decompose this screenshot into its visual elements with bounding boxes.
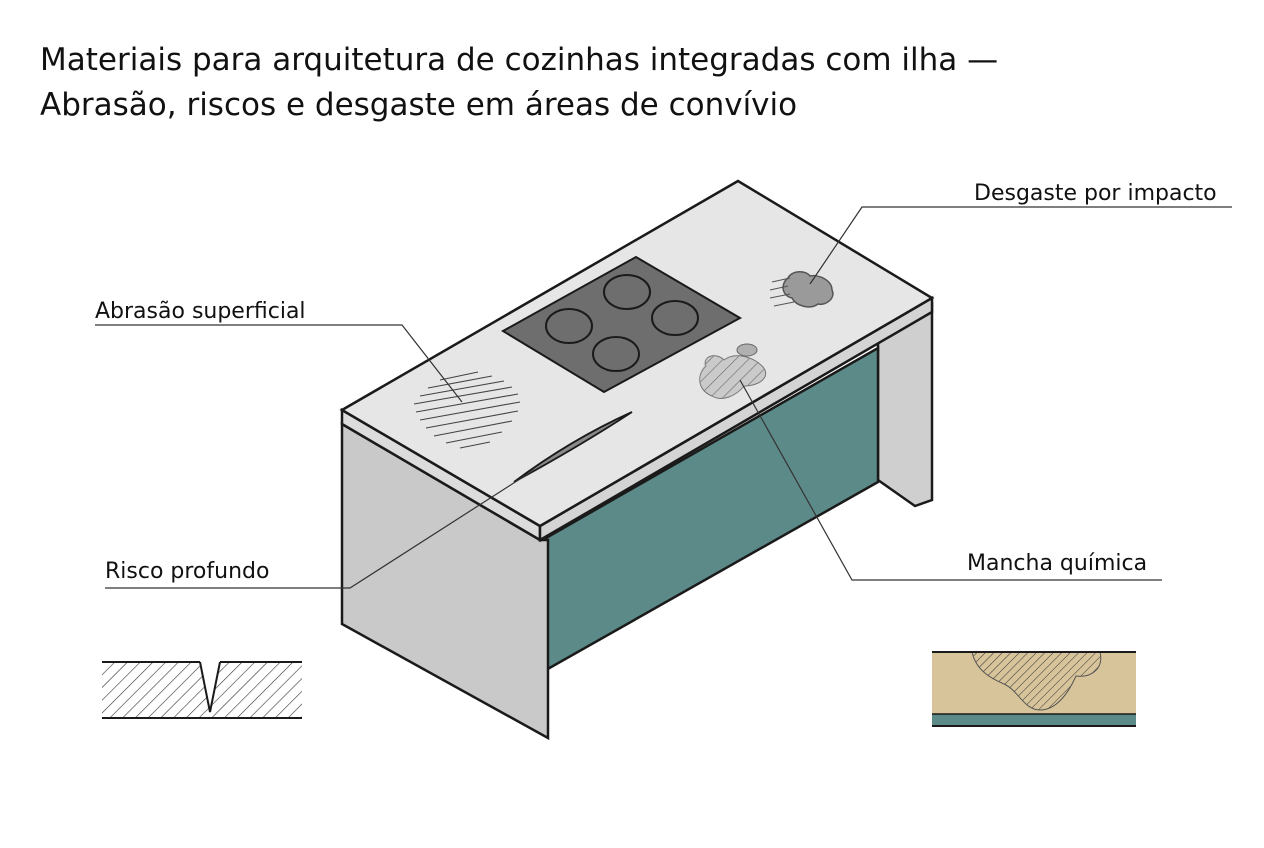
burner	[592, 336, 640, 372]
scratch-leader	[105, 469, 535, 589]
impact-mark	[769, 271, 834, 308]
impact-leader	[809, 206, 1232, 285]
cooktop	[501, 255, 743, 394]
callout-leaders	[95, 206, 1232, 589]
label-abrasion: Abrasão superficial	[95, 299, 306, 324]
burner	[545, 308, 593, 344]
burner	[651, 300, 699, 336]
title-line-2: Abrasão, riscos e desgaste em áreas de c…	[40, 87, 798, 123]
stain-cross-section	[932, 651, 1136, 727]
abrasion-leader	[95, 324, 463, 403]
kitchen-island	[339, 179, 935, 741]
label-stain: Mancha química	[967, 551, 1147, 576]
label-impact: Desgaste por impacto	[974, 181, 1217, 206]
title-line-1: Materiais para arquitetura de cozinhas i…	[40, 42, 999, 78]
deep-scratch	[513, 411, 633, 483]
scratch-cross-section	[102, 661, 302, 719]
label-scratch: Risco profundo	[105, 559, 269, 584]
diagram-title: Materiais para arquitetura de cozinhas i…	[40, 38, 1220, 128]
stain-leader	[739, 379, 1162, 581]
chemical-stain	[699, 343, 767, 399]
abrasion-marks	[413, 371, 521, 449]
burner	[603, 274, 651, 310]
